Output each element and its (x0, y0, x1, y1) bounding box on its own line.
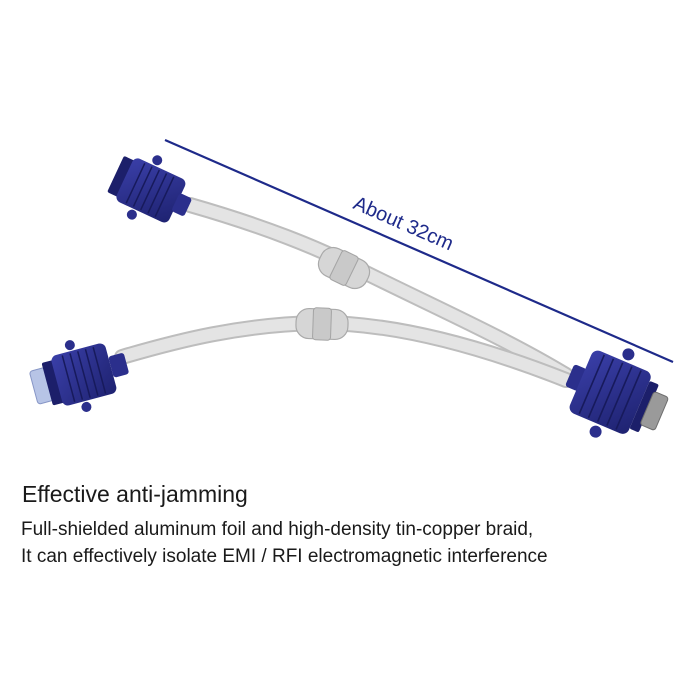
length-label: About 32cm (350, 192, 457, 255)
ferrite-bead-lower (295, 307, 349, 341)
length-dimension-line (164, 138, 674, 364)
vga-male-connector-right (565, 348, 669, 438)
ferrite-bead-upper (317, 246, 371, 290)
vga-female-connector-left (29, 340, 129, 412)
vga-female-connector-top (107, 155, 192, 223)
feature-title: Effective anti-jamming (22, 481, 248, 507)
feature-description-line-2: It can effectively isolate EMI / RFI ele… (21, 546, 548, 567)
product-photo: About 32cm (29, 138, 674, 438)
feature-description-line-1: Full-shielded aluminum foil and high-den… (21, 519, 534, 540)
